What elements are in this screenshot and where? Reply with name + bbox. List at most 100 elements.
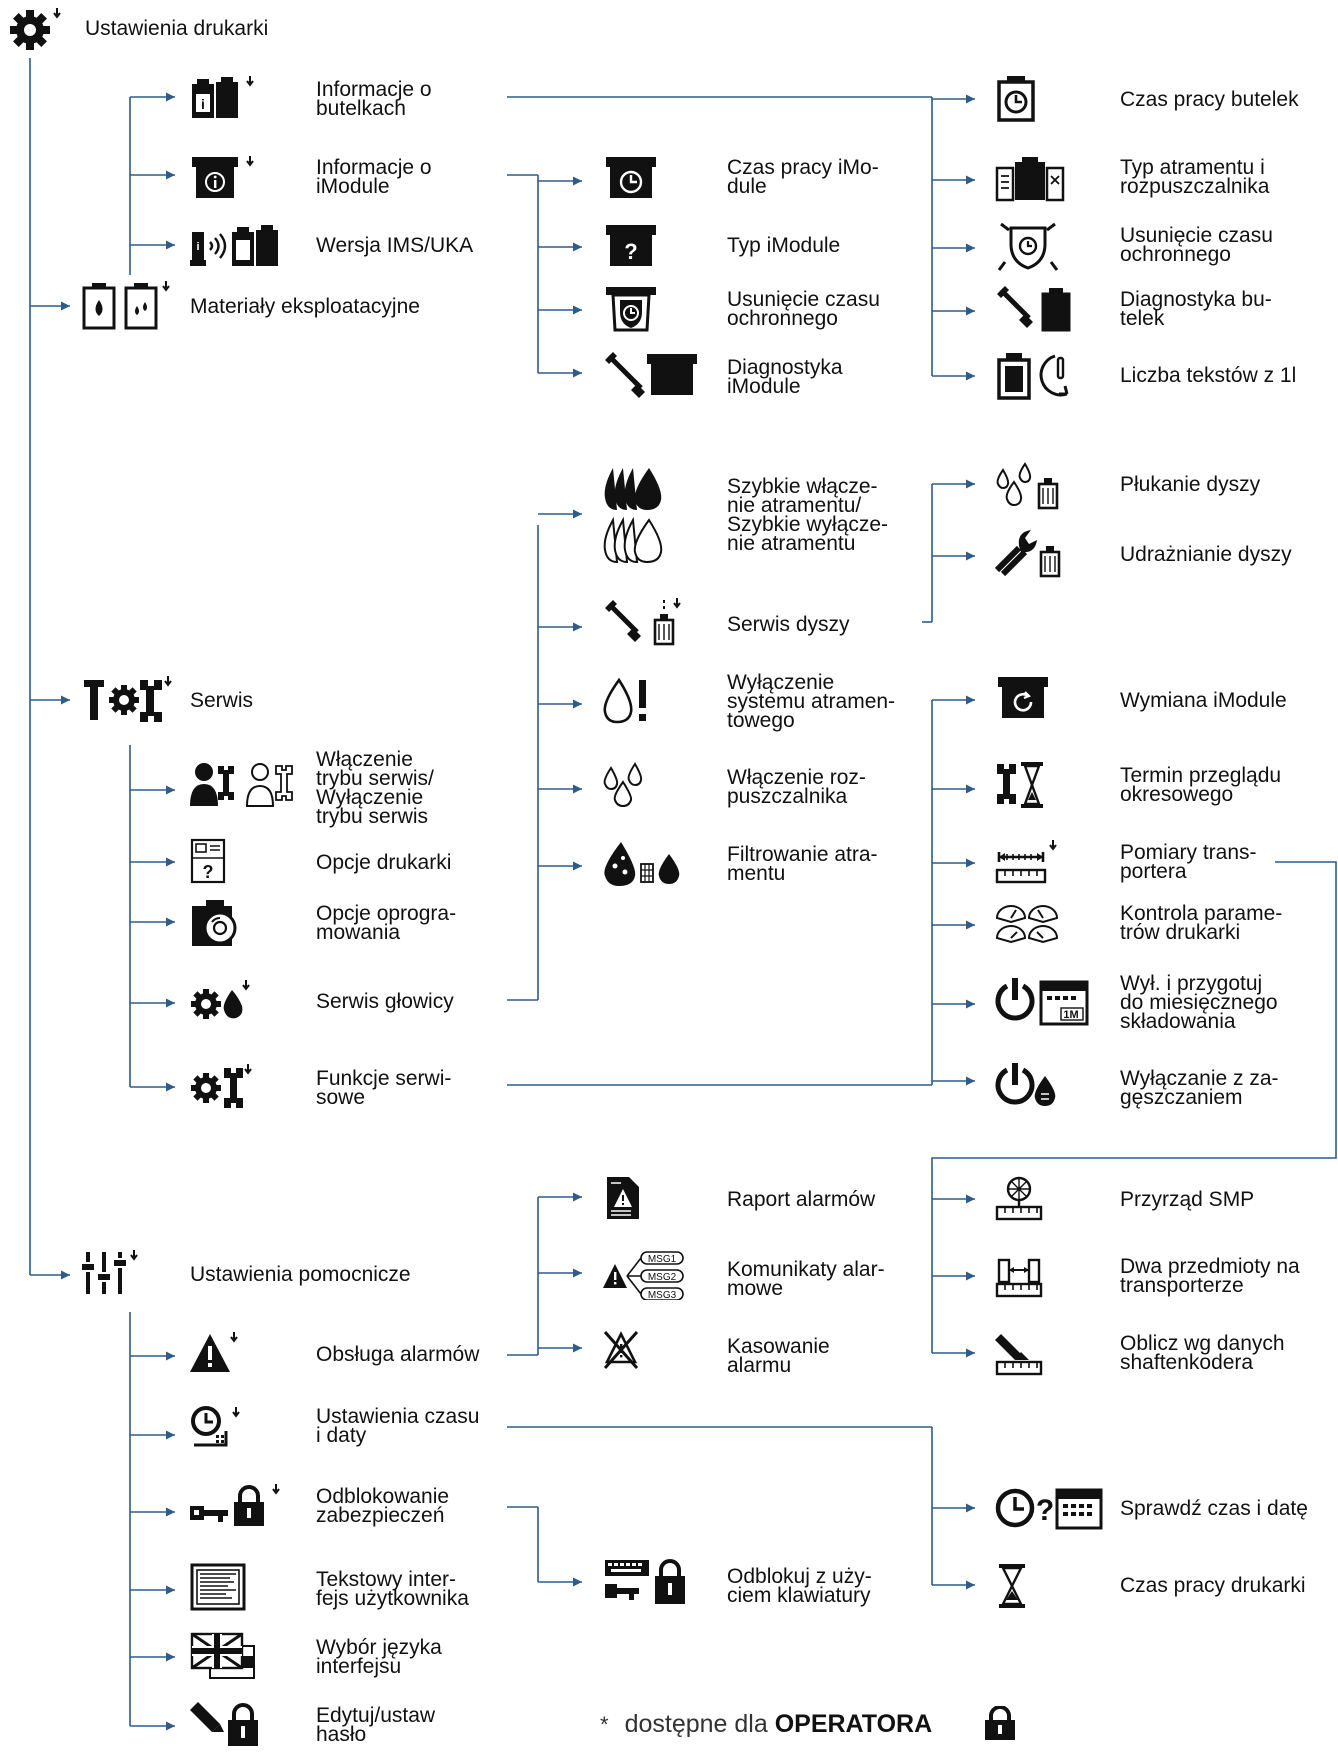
footnote-text: dostępne dla <box>624 1710 768 1738</box>
alarm-report-icon[interactable] <box>603 1175 643 1226</box>
alarm-label: Obsługa alarmów <box>316 1343 480 1366</box>
bottle-text-count-label: Liczba tekstów z 1l <box>1120 364 1297 387</box>
quick-ink-label: Szybkie włącze- nie atramentu/ Szybkie w… <box>727 475 889 555</box>
auxiliary-label: Ustawienia pomocnicze <box>190 1263 411 1286</box>
bottle-timer-icon[interactable] <box>995 74 1041 129</box>
sliders-icon[interactable] <box>82 1248 142 1303</box>
quick-ink-icon[interactable] <box>603 462 667 573</box>
maintenance-date-label: Termin przeglądu okresowego <box>1120 764 1282 806</box>
gear-icon <box>6 6 62 57</box>
keyboard-unlock-label: Odblokuj z uży- ciem klawiatury <box>727 1565 872 1607</box>
conveyor-measure-icon[interactable] <box>995 838 1059 891</box>
smp-tool-label: Przyrząd SMP <box>1120 1188 1255 1211</box>
imodule-info-label: Informacje o iModule <box>316 156 432 198</box>
ims-version-icon[interactable]: i <box>190 222 300 273</box>
printer-options-label: Opcje drukarki <box>316 851 452 874</box>
shield-clock-icon[interactable] <box>603 284 661 339</box>
printer-options-icon[interactable]: ? <box>190 838 230 891</box>
shield-clock-icon[interactable] <box>995 220 1061 277</box>
parameters-gauge-label: Kontrola parame- trów drukarki <box>1120 902 1283 944</box>
check-time-date-icon[interactable]: ? <box>995 1484 1105 1537</box>
solvent-on-label: Włączenie roz- puszczalnika <box>727 766 866 808</box>
footnote-marker: * <box>600 1712 609 1737</box>
imodule-type-label: Typ iModule <box>727 234 841 257</box>
software-options-icon[interactable] <box>190 898 242 953</box>
materials-label: Materiały eksploatacyjne <box>190 295 420 318</box>
service-mode-label: Włączenie trybu serwis/ Wyłączenie trybu… <box>316 748 434 828</box>
alarm-clear-icon[interactable] <box>603 1328 643 1379</box>
ink-solvent-type-icon[interactable] <box>995 154 1067 209</box>
power-storage-icon[interactable]: 1M <box>995 976 1091 1031</box>
nozzle-flush-icon[interactable] <box>995 462 1067 515</box>
ims-version-label: Wersja IMS/UKA <box>316 234 474 257</box>
bottle-diagnostics-label: Diagnostyka bu- telek <box>1120 288 1272 330</box>
password-edit-label: Edytuj/ustaw hasło <box>316 1704 436 1746</box>
service-tools-icon[interactable] <box>82 674 172 729</box>
imodule-replace-label: Wymiana iModule <box>1120 689 1287 712</box>
imodule-diagnostics-icon[interactable] <box>603 350 699 405</box>
ink-bottles-icon[interactable] <box>82 280 172 337</box>
bottle-text-count-icon[interactable] <box>995 350 1081 407</box>
clock-settings-label: Ustawienia czasu i daty <box>316 1405 480 1447</box>
nozzle-flush-label: Płukanie dyszy <box>1120 473 1261 496</box>
clock-settings-icon[interactable] <box>190 1405 246 1458</box>
ink-filter-label: Filtrowanie atra- mentu <box>727 843 878 885</box>
padlock-icon <box>983 1705 1017 1747</box>
imodule-diagnostics-label: Diagnostyka iModule <box>727 356 843 398</box>
svg-text:?: ? <box>624 239 637 264</box>
alarm-report-label: Raport alarmów <box>727 1188 876 1211</box>
keyboard-unlock-icon[interactable] <box>603 1556 689 1611</box>
printhead-service-icon[interactable] <box>190 978 254 1029</box>
alarm-clear-label: Kasowanie alarmu <box>727 1335 830 1377</box>
msg-tag-1: MSG1 <box>648 1254 677 1265</box>
imodule-type-icon[interactable]: ? <box>603 222 661 273</box>
nozzle-unclog-label: Udrażnianie dyszy <box>1120 543 1292 566</box>
alarm-icon[interactable] <box>190 1330 242 1383</box>
ink-system-off-label: Wyłączenie systemu atramen- towego <box>727 671 896 732</box>
check-time-date-label: Sprawdź czas i datę <box>1120 1497 1308 1520</box>
svg-text:?: ? <box>203 862 214 882</box>
svg-text:1M: 1M <box>1063 1009 1078 1021</box>
printer-runtime-icon[interactable] <box>995 1562 1031 1615</box>
imodule-timer-icon[interactable] <box>603 154 661 205</box>
solvent-on-icon[interactable] <box>603 762 647 813</box>
msg-tag-2: MSG2 <box>648 1272 677 1283</box>
text-ui-icon[interactable] <box>190 1563 246 1618</box>
nozzle-service-icon[interactable] <box>603 596 683 653</box>
service-mode-icon[interactable] <box>190 760 300 815</box>
service-functions-icon[interactable] <box>190 1062 254 1115</box>
language-flags-icon[interactable] <box>190 1632 262 1687</box>
svg-text:?: ? <box>1036 1494 1054 1527</box>
ink-system-off-icon[interactable] <box>603 676 653 731</box>
imodule-replace-icon[interactable] <box>995 674 1053 725</box>
bottle-info-label: Informacje o butelkach <box>316 78 432 120</box>
password-edit-icon[interactable] <box>190 1700 262 1753</box>
parameters-gauge-icon[interactable] <box>995 900 1061 951</box>
nozzle-unclog-icon[interactable] <box>994 528 1067 583</box>
imodule-timer-label: Czas pracy iMo- dule <box>727 156 879 198</box>
msg-tag-3: MSG3 <box>648 1290 677 1300</box>
nozzle-service-label: Serwis dyszy <box>727 613 850 636</box>
text-ui-label: Tekstowy inter- fejs użytkownika <box>316 1568 469 1610</box>
bottle-diagnostics-icon[interactable] <box>995 284 1075 339</box>
ink-filter-icon[interactable] <box>603 838 683 893</box>
power-thicken-label: Wyłączanie z za- gęszczaniem <box>1120 1067 1279 1109</box>
power-thicken-icon[interactable] <box>995 1062 1059 1113</box>
language-flags-label: Wybór języka interfejsu <box>316 1636 442 1678</box>
service-functions-label: Funkcje serwi- sowe <box>316 1067 452 1109</box>
printer-runtime-label: Czas pracy drukarki <box>1120 1574 1306 1597</box>
bottle-timer-label: Czas pracy butelek <box>1120 88 1299 111</box>
key-lock-icon[interactable] <box>190 1482 286 1535</box>
smp-tool-icon[interactable] <box>995 1175 1045 1226</box>
footnote-bold: OPERATORA <box>774 1710 933 1738</box>
bottle-info-icon[interactable]: i <box>190 74 260 125</box>
svg-text:i: i <box>196 241 199 253</box>
maintenance-date-icon[interactable] <box>995 760 1047 815</box>
two-objects-icon[interactable] <box>995 1252 1045 1303</box>
imodule-info-icon[interactable] <box>190 154 260 205</box>
printhead-service-label: Serwis głowicy <box>316 990 454 1013</box>
shaft-encoder-icon[interactable] <box>995 1330 1045 1381</box>
svg-text:i: i <box>201 96 205 112</box>
alarm-messages-icon[interactable]: MSG1 MSG2 MSG3 <box>603 1250 687 1305</box>
